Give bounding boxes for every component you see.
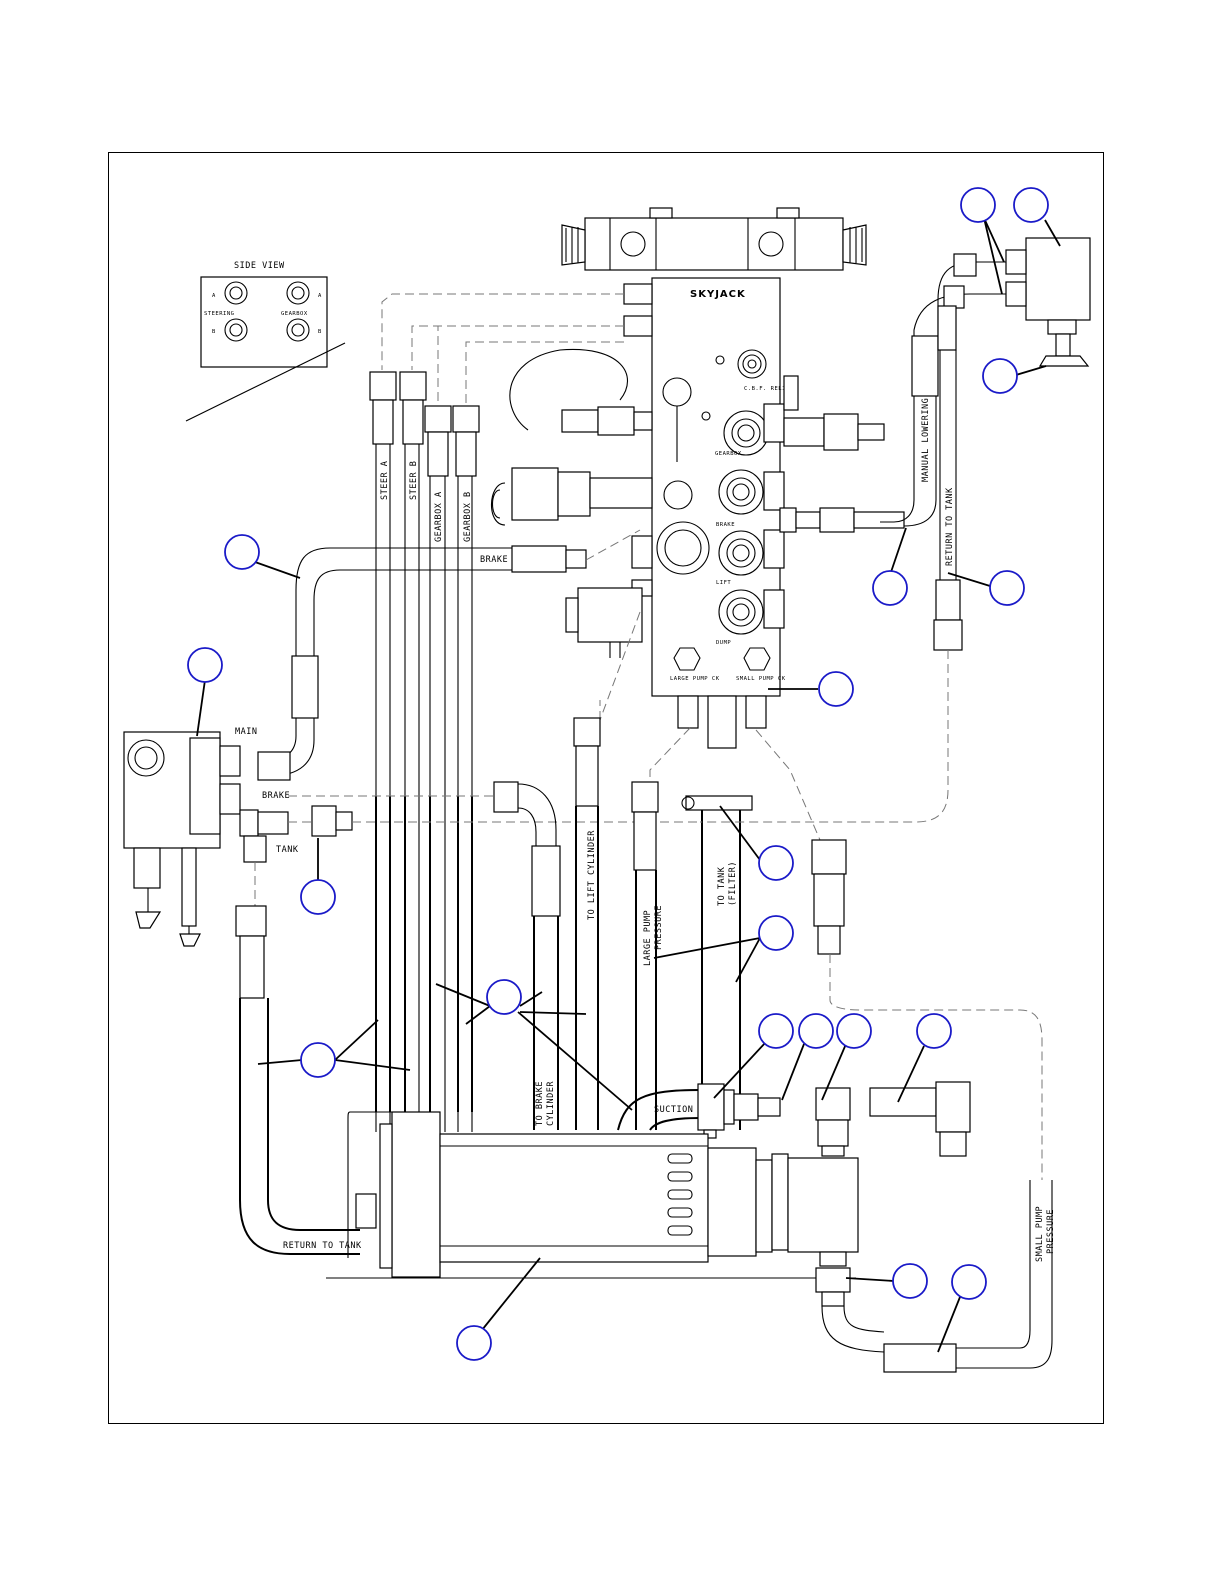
gearbox-solenoid-right: [783, 413, 885, 451]
left-block-tank-label: TANK: [276, 845, 299, 855]
cartridge-dump: [718, 589, 764, 635]
large-pump-pressure-label-2: PRESSURE: [654, 905, 664, 950]
to-tank-filter-hose: [681, 795, 753, 1130]
to-brake-cylinder-hose: [493, 781, 561, 1130]
main-manifold: SKYJACK C.B.F. RELIEF GEARBOX BRAKE LIFT…: [623, 277, 799, 749]
to-tank-filter-label-1: TO TANK: [717, 866, 727, 906]
side-view-port-steering-b: [224, 318, 248, 342]
top-solenoid-valve: [561, 207, 867, 271]
manual-lowering-hose: [880, 253, 1006, 527]
manual-lowering-label: MANUAL LOWERING: [921, 398, 931, 482]
suction-hose: [617, 1083, 781, 1139]
side-view-label-gearbox: GEARBOX: [281, 311, 308, 317]
cartridge-lift: [718, 530, 764, 576]
small-pump-upper-hose: [811, 839, 1043, 1180]
return-to-tank-bottom-label: RETURN TO TANK: [283, 1241, 362, 1251]
drawing-border: [108, 152, 1104, 1424]
suction-label: SUCTION: [654, 1105, 693, 1115]
power-unit: [326, 1111, 859, 1279]
gearbox-b-label: GEARBOX B: [463, 491, 473, 542]
callout-balloon: [951, 1264, 987, 1300]
motor-cooling-slots: [667, 1153, 693, 1236]
manifold-brand: SKYJACK: [690, 289, 746, 300]
brake-hose-label: BRAKE: [480, 555, 508, 565]
to-brake-cylinder-label-2: CYLINDER: [546, 1081, 556, 1126]
large-pump-check-label: LARGE PUMP CK: [670, 676, 720, 682]
left-block-main-label: MAIN: [235, 727, 257, 737]
brake-solenoid: [565, 587, 643, 658]
pump-fitting-elbow: [815, 1087, 851, 1157]
cbf-relief-label: C.B.F. RELIEF: [744, 386, 794, 392]
callout-balloon: [224, 534, 260, 570]
cartridge-dump-label: DUMP: [716, 640, 731, 646]
manual-lowering-valve: [1005, 237, 1091, 367]
side-view-label-b-right: B: [318, 329, 322, 335]
cbf-relief-valve: [737, 349, 767, 379]
callout-balloon: [836, 1013, 872, 1049]
to-tank-filter-label-2: (FILTER): [728, 861, 738, 906]
callout-balloon: [989, 570, 1025, 606]
side-view-port-gearbox-a: [286, 281, 310, 305]
large-pump-pressure-hose: [631, 781, 659, 1130]
callout-balloon: [892, 1263, 928, 1299]
to-brake-cylinder-label-1: TO BRAKE: [535, 1081, 545, 1126]
left-block-brake-label: BRAKE: [262, 791, 290, 801]
side-view-port-steering-a: [224, 281, 248, 305]
large-pump-check: [673, 647, 701, 671]
manifold-side-valve-brake: [491, 467, 653, 526]
callout-balloon: [798, 1013, 834, 1049]
small-pump-check: [743, 647, 771, 671]
brake-hose: [257, 529, 641, 781]
small-pump-pressure-hose: [815, 1180, 1053, 1373]
callout-balloon: [300, 1042, 336, 1078]
callout-balloon: [960, 187, 996, 223]
to-lift-cylinder-label: TO LIFT CYLINDER: [587, 830, 597, 920]
manual-lowering-fitting: [779, 507, 905, 533]
callout-balloon: [758, 845, 794, 881]
callout-leaders: [196, 217, 1061, 1353]
tank-adapter-fitting: [311, 805, 353, 837]
callout-balloon: [456, 1325, 492, 1361]
side-view-port-gearbox-b: [286, 318, 310, 342]
callout-balloon: [300, 879, 336, 915]
side-view-label-a-left: A: [212, 293, 216, 299]
small-pump-pressure-label-1: SMALL PUMP: [1035, 1206, 1045, 1262]
callout-balloon: [758, 1013, 794, 1049]
side-view-label-steering: STEERING: [204, 311, 235, 317]
cartridge-brake-label: BRAKE: [716, 522, 735, 528]
large-pump-pressure-label-1: LARGE PUMP: [643, 910, 653, 966]
callout-balloon: [872, 570, 908, 606]
side-view-label-b-left: B: [212, 329, 216, 335]
return-to-tank-right-label: RETURN TO TANK: [945, 487, 955, 566]
callout-balloon: [818, 671, 854, 707]
callout-balloon: [486, 979, 522, 1015]
callout-balloon: [982, 358, 1018, 394]
small-pump-check-label: SMALL PUMP CK: [736, 676, 786, 682]
left-return-hose: [235, 905, 360, 1255]
callout-balloons: [187, 187, 1049, 1361]
steer-a-label: STEER A: [380, 461, 390, 500]
return-to-tank-hose-right: [700, 350, 963, 823]
side-view-inset: SIDE VIEW A A B B STEERING GEARBOX: [185, 261, 346, 422]
manifold-brake-knob: [656, 480, 710, 575]
cartridge-lift-label: LIFT: [716, 580, 731, 586]
small-pump-pressure-label-2: PRESSURE: [1046, 1209, 1056, 1254]
gearbox-a-label: GEARBOX A: [434, 491, 444, 542]
cartridge-gearbox-label: GEARBOX: [715, 451, 742, 457]
side-view-label-a-right: A: [318, 293, 322, 299]
callout-balloon: [1013, 187, 1049, 223]
to-lift-cylinder-hose: [573, 717, 601, 1130]
callout-balloon: [187, 647, 223, 683]
callout-balloon: [758, 915, 794, 951]
callout-balloon: [916, 1013, 952, 1049]
manifold-side-valve-gearbox: [509, 348, 653, 436]
steer-gearbox-hoses: [369, 293, 624, 1132]
pump-fitting-long-elbow: [869, 1081, 971, 1157]
side-view-title: SIDE VIEW: [234, 261, 285, 271]
cartridge-brake: [718, 469, 764, 515]
left-valve-block: [123, 731, 289, 947]
steer-b-label: STEER B: [409, 461, 419, 500]
